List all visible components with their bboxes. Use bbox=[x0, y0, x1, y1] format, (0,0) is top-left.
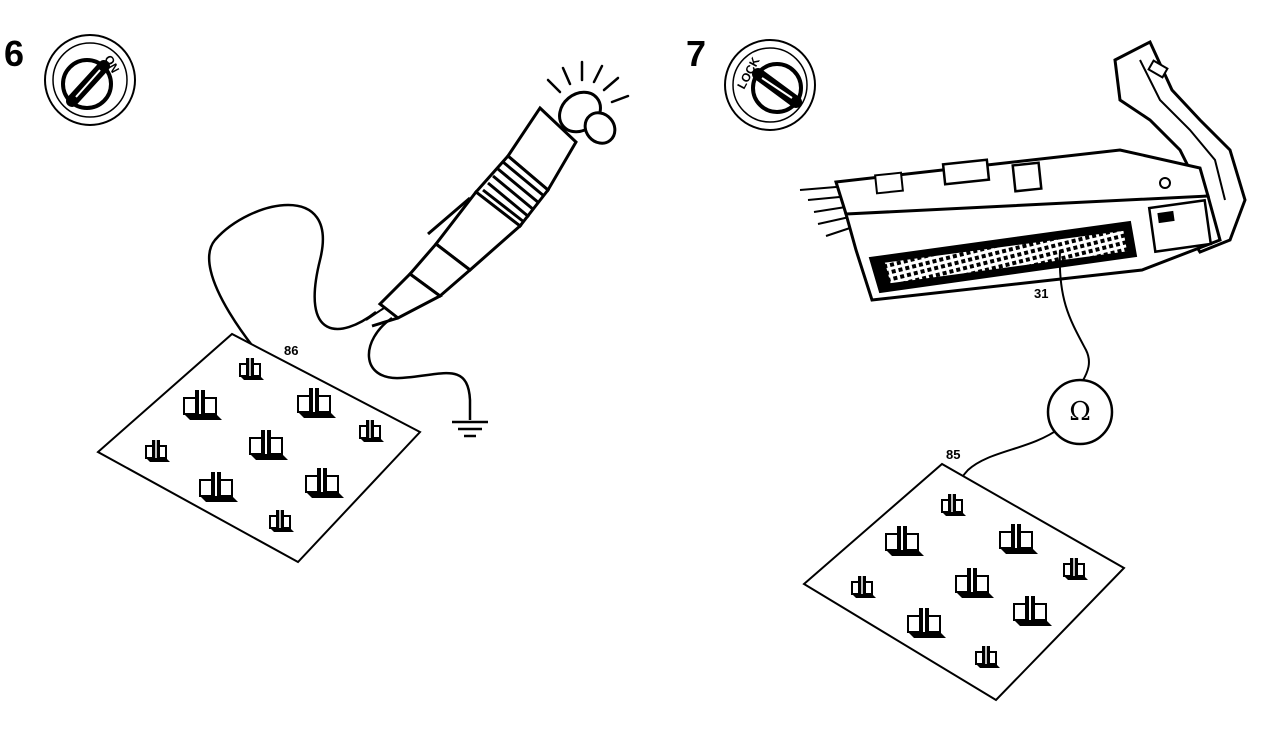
step-number-6: 6 bbox=[4, 33, 25, 74]
step-number-7: 7 bbox=[686, 33, 707, 74]
pin-label-85: 85 bbox=[946, 447, 961, 462]
test-lamp-probe-icon bbox=[365, 60, 630, 328]
connector-pin-label-31: 31 bbox=[1034, 286, 1049, 301]
pin-label-86: 86 bbox=[284, 343, 299, 358]
relay-socket-board-step7 bbox=[802, 462, 1126, 702]
relay-socket-board-step6 bbox=[96, 332, 422, 564]
ignition-switch-on-icon bbox=[44, 34, 136, 126]
ignition-switch-lock-icon bbox=[724, 39, 816, 131]
ground-lead-wire bbox=[367, 316, 472, 420]
ohmmeter-icon bbox=[1046, 378, 1114, 446]
ohm-symbol: Ω bbox=[1069, 397, 1091, 427]
ground-symbol-icon bbox=[452, 420, 488, 438]
ecu-harness-connector-icon bbox=[799, 39, 1247, 302]
ohmmeter-lead-to-connector bbox=[1058, 249, 1090, 383]
test-lamp-lead-wire bbox=[208, 203, 377, 401]
